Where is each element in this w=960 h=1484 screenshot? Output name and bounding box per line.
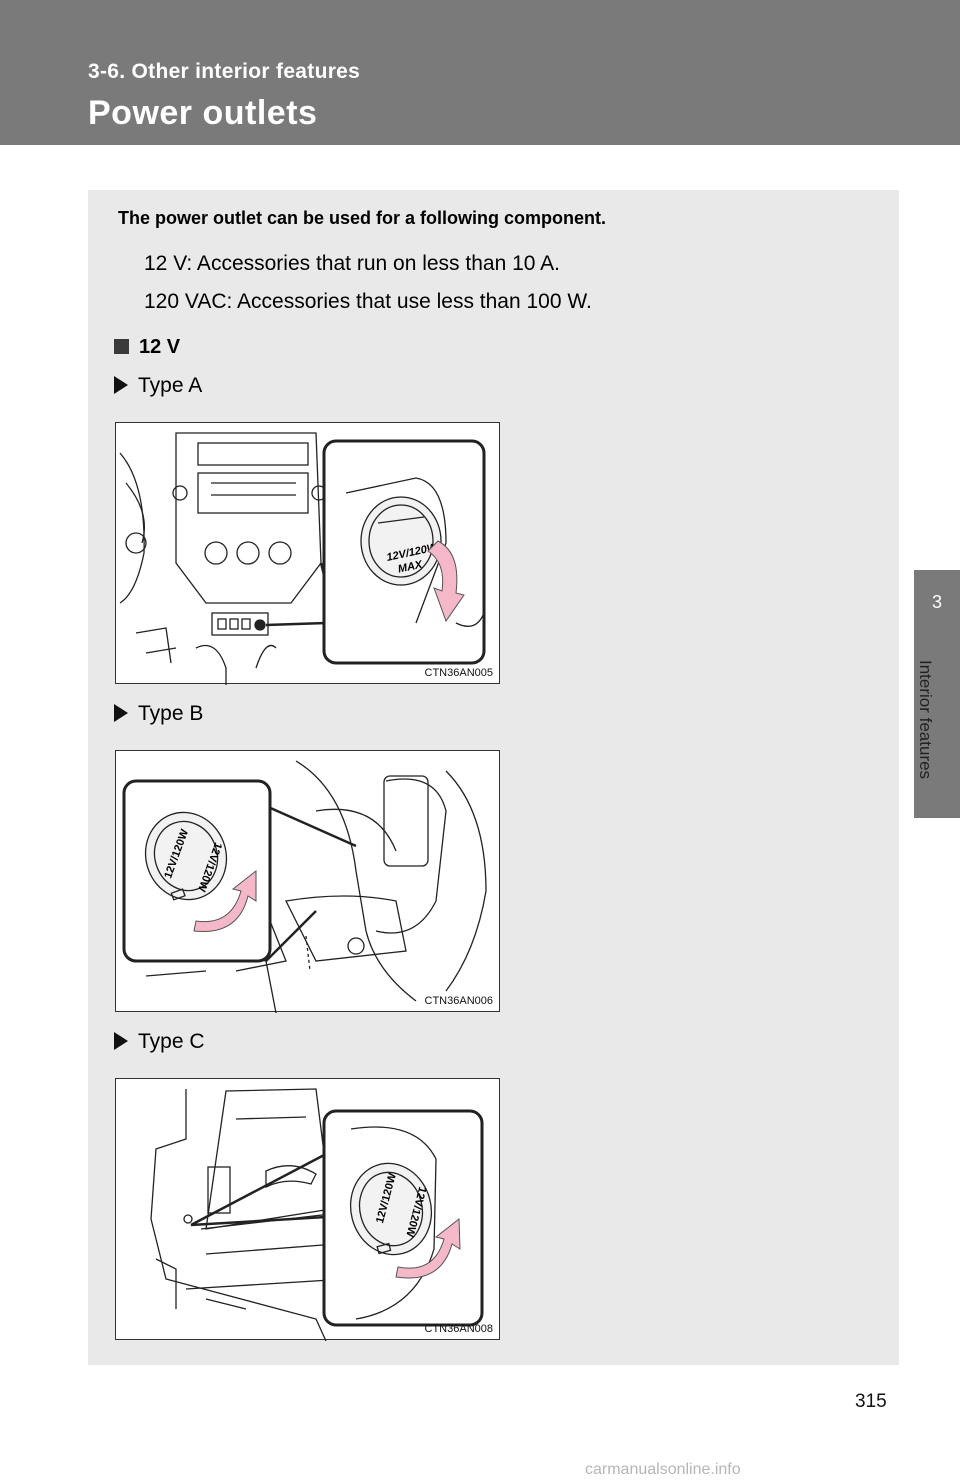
square-bullet-icon: [114, 339, 129, 354]
intro-text: The power outlet can be used for a follo…: [118, 208, 607, 228]
triangle-bullet-icon: [114, 1032, 128, 1050]
figure-type-c: 12V/120W 12V/120W CTN36AN008: [115, 1078, 500, 1341]
figure-code: CTN36AN008: [424, 1323, 493, 1335]
rotate-arrow-icon: [193, 869, 257, 933]
cargo-illustration: 12V/120W 12V/120W: [150, 1088, 484, 1341]
page-title: Power outlets: [88, 94, 318, 132]
chapter-number: 3: [931, 592, 942, 612]
dashboard-illustration: 12V/120W MAX: [119, 432, 486, 685]
console-illustration: 12V/120W 12V/120W: [122, 760, 487, 1013]
triangle-bullet-icon: [114, 376, 128, 394]
chapter-label: Interior features: [916, 660, 935, 780]
subheading-12v: 12 V: [114, 336, 180, 359]
type-a-text: Type A: [138, 374, 203, 397]
chapter-label-wrap: Interior features: [916, 660, 950, 830]
content-panel: The power outlet can be used for a follo…: [88, 190, 899, 1365]
figure-type-a: 12V/120W MAX CTN36AN005: [115, 422, 500, 685]
rotate-arrow-icon: [427, 540, 465, 623]
triangle-bullet-icon: [114, 704, 128, 722]
watermark[interactable]: carmanualsonline.info: [585, 1461, 741, 1478]
subheading-text: 12 V: [139, 336, 181, 358]
spec-line-120vac: 120 VAC: Accessories that use less than …: [144, 290, 592, 313]
type-c-text: Type C: [138, 1030, 205, 1053]
type-c-label: Type C: [114, 1030, 205, 1054]
type-a-label: Type A: [114, 374, 202, 398]
figure-code: CTN36AN005: [424, 667, 493, 679]
figure-code: CTN36AN006: [424, 995, 493, 1007]
chapter-tab[interactable]: 3: [914, 570, 960, 818]
type-b-text: Type B: [138, 702, 204, 725]
rotate-arrow-icon: [395, 1217, 461, 1279]
figure-type-b: 12V/120W 12V/120W CTN36AN006: [115, 750, 500, 1013]
section-title: 3-6. Other interior features: [88, 60, 361, 83]
page-number: 315: [855, 1391, 887, 1412]
spec-line-12v: 12 V: Accessories that run on less than …: [144, 252, 560, 275]
type-b-label: Type B: [114, 702, 203, 726]
page-header: 3-6. Other interior features Power outle…: [0, 0, 960, 145]
cap-text-a2: MAX: [397, 559, 424, 576]
